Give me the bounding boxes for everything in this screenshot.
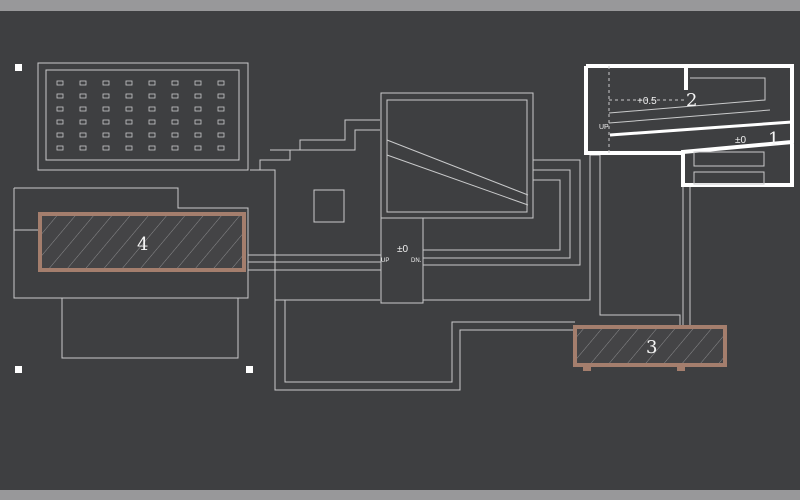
seat — [102, 145, 110, 151]
seat — [102, 93, 110, 99]
seat — [125, 80, 133, 86]
seat — [148, 93, 156, 99]
bottom-frame-bar — [0, 490, 800, 500]
seat — [56, 119, 64, 125]
seat — [79, 132, 87, 138]
center-hall: ±0 UP DN. — [381, 244, 422, 264]
seat — [194, 145, 202, 151]
zone-2-label: 2 — [686, 90, 697, 111]
selection-handles[interactable] — [15, 64, 253, 373]
seat — [148, 145, 156, 151]
seat — [194, 119, 202, 125]
seat — [217, 119, 225, 125]
zone-2-level: +0.5 — [637, 96, 657, 107]
seat — [148, 119, 156, 125]
seat — [217, 106, 225, 112]
top-frame-bar — [0, 0, 800, 11]
zone-1-label: 1 — [768, 129, 779, 150]
seat — [171, 119, 179, 125]
seat — [56, 145, 64, 151]
seat — [79, 145, 87, 151]
hall-down: DN. — [411, 258, 422, 264]
seat — [171, 93, 179, 99]
seat — [194, 106, 202, 112]
seat — [102, 119, 110, 125]
zone-2-stair-up: UP — [599, 124, 609, 131]
seat — [125, 106, 133, 112]
seat — [79, 106, 87, 112]
zone-3: 3 — [573, 325, 727, 371]
seat — [79, 80, 87, 86]
hall-level: ±0 — [397, 244, 408, 255]
seat — [56, 106, 64, 112]
seat — [56, 93, 64, 99]
seat — [125, 93, 133, 99]
seat — [171, 106, 179, 112]
seat — [217, 80, 225, 86]
building-outline — [13, 92, 691, 391]
zone-1-level: ±0 — [735, 135, 746, 146]
seat — [217, 93, 225, 99]
seat — [194, 132, 202, 138]
seat — [79, 119, 87, 125]
seat — [194, 80, 202, 86]
seat — [171, 80, 179, 86]
seat — [148, 132, 156, 138]
zone-3-label: 3 — [646, 337, 657, 358]
seat — [102, 80, 110, 86]
zone-4: 4 — [38, 212, 246, 272]
seat — [125, 132, 133, 138]
hall-up: UP — [381, 258, 389, 264]
seat — [171, 145, 179, 151]
seat — [125, 145, 133, 151]
seat — [217, 132, 225, 138]
seat — [194, 93, 202, 99]
seat — [79, 93, 87, 99]
seat — [102, 132, 110, 138]
seat — [148, 106, 156, 112]
seat — [171, 132, 179, 138]
seat — [56, 132, 64, 138]
seating-grid — [37, 62, 249, 171]
seat — [125, 119, 133, 125]
seat — [148, 80, 156, 86]
seat — [56, 80, 64, 86]
zone-4-label: 4 — [137, 234, 148, 255]
seat — [102, 106, 110, 112]
zone-1-2-block: +0.5 2 UP ±0 1 — [584, 64, 794, 187]
seat — [217, 145, 225, 151]
